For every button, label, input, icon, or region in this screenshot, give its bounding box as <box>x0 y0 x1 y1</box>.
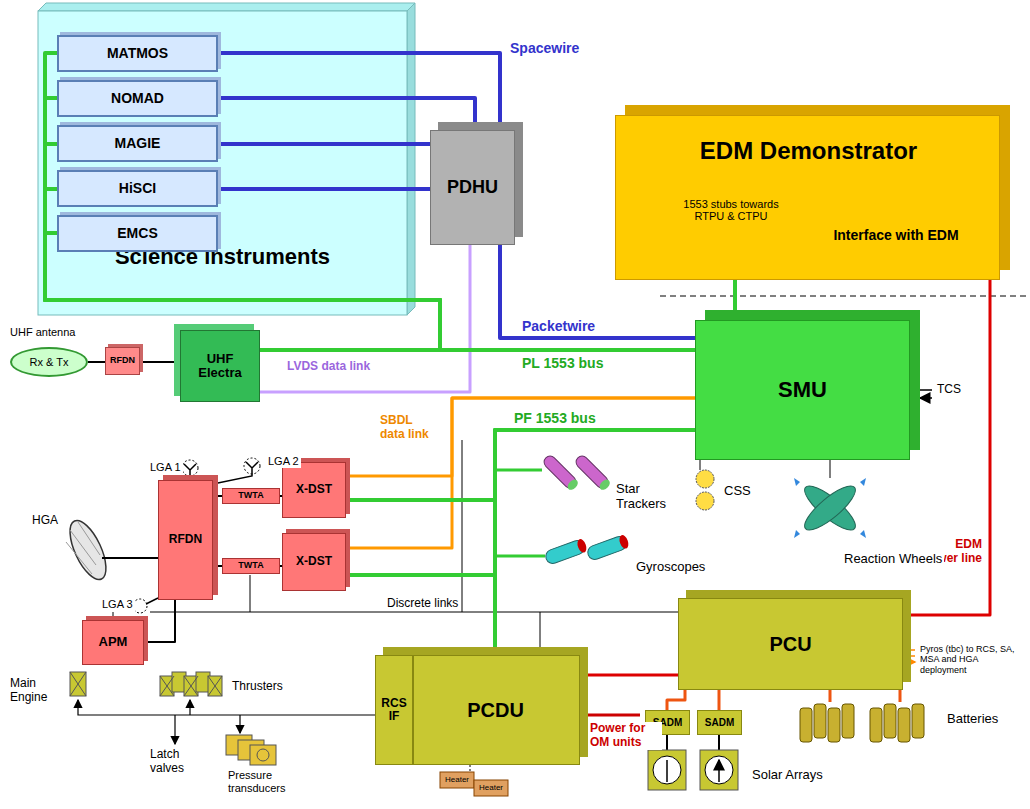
part-label: Power for OM units <box>588 722 662 750</box>
rfdn-box: RFDN <box>158 480 213 600</box>
connector <box>733 280 737 320</box>
demonstrator-box: EDM Demonstrator 1553 stubs towards RTPU … <box>615 115 1000 280</box>
connector <box>260 348 695 352</box>
instrument-box: EMCS <box>57 215 218 252</box>
part-label: Latch valves <box>148 748 200 776</box>
part-label: Main Engine <box>8 677 62 705</box>
part-label: Solar Arrays <box>750 768 825 783</box>
instrument-panel: Science instrumentsMATMOSNOMADMAGIEHiSCI… <box>38 3 415 315</box>
instrument-box: MATMOS <box>57 35 218 72</box>
node-text: X-DST <box>296 555 332 568</box>
part-label: Pressure transducers <box>226 769 312 794</box>
transponder-box: X-DST <box>282 462 346 518</box>
node-text: RFDN <box>169 533 202 546</box>
part-label: Thrusters <box>230 680 285 694</box>
node-text: Interface with EDM <box>806 228 986 243</box>
part-label: CSS <box>722 484 753 499</box>
part-label: Reaction Wheels <box>842 552 944 567</box>
connector <box>218 142 430 146</box>
connector <box>45 144 695 350</box>
link-label: LVDS data link <box>285 360 372 374</box>
antenna-ellipse: Rx & Tx <box>10 347 88 377</box>
instrument-box: NOMAD <box>57 80 218 117</box>
node-text: PCU <box>769 633 811 655</box>
instrument-box: MAGIE <box>57 125 218 162</box>
node-text: RCS IF <box>376 697 412 723</box>
connector <box>213 565 222 567</box>
part-label: Discrete links <box>385 597 460 611</box>
part-label: LGA 1 <box>148 461 183 474</box>
part-label: Pyros (tbc) to RCS, SA, MSA and HGA depl… <box>918 644 1028 675</box>
connector <box>495 430 695 655</box>
node-text: SMU <box>778 378 827 402</box>
part-label: TCS <box>935 383 963 397</box>
node-text: MATMOS <box>107 46 168 61</box>
part-label: UHF antenna <box>8 326 77 339</box>
instrument-box: HiSCI <box>57 170 218 207</box>
smu-box: SMU <box>695 320 910 460</box>
link-label: Packetwire <box>520 318 597 334</box>
part-label: Heater <box>443 775 471 784</box>
node-text: UHF Electra <box>185 352 255 381</box>
connector <box>144 600 175 642</box>
node-text: APM <box>99 635 128 649</box>
node-text: RFDN <box>110 356 135 366</box>
connector <box>213 495 222 497</box>
connector <box>45 53 695 350</box>
connector <box>346 430 695 575</box>
node-text: EDM Demonstrator <box>616 138 1001 164</box>
connector <box>718 690 721 710</box>
interface-box: RCS IF <box>376 656 414 764</box>
link-label: Spacewire <box>508 40 581 56</box>
node-text: NOMAD <box>111 91 164 106</box>
node-text: X-DST <box>296 483 332 496</box>
connector <box>88 361 105 363</box>
radio-box: UHF Electra <box>180 330 260 402</box>
part-label: Batteries <box>945 712 1000 727</box>
link-label: PF 1553 bus <box>512 410 598 426</box>
part-label: Star Trackers <box>614 482 676 512</box>
connector <box>218 187 430 191</box>
amplifier-box: TWTA <box>222 488 280 504</box>
connector <box>140 361 180 363</box>
sadm-box: SADM <box>697 710 742 735</box>
node-text: MAGIE <box>115 136 161 151</box>
part-label: HGA <box>30 514 60 528</box>
connector <box>346 398 695 476</box>
rfdn-box: RFDN <box>105 347 140 375</box>
pcu-box: PCU <box>678 598 903 690</box>
node-text: EMCS <box>117 226 157 241</box>
node-text: TWTA <box>238 561 263 571</box>
connector <box>45 189 695 350</box>
part-label: LGA 2 <box>266 455 301 468</box>
part-label: Heater <box>477 783 505 792</box>
pcdu-box: PCDU RCS IF <box>375 655 580 765</box>
node-text: PCDU <box>467 699 524 721</box>
connector <box>218 98 475 130</box>
connector <box>346 398 695 548</box>
apm-box: APM <box>82 620 144 665</box>
link-label: SBDL data link <box>378 414 440 442</box>
node-text: SADM <box>705 717 734 728</box>
connector <box>580 674 678 677</box>
part-label: Gyroscopes <box>634 560 707 575</box>
connector <box>45 98 695 350</box>
node-text: Rx & Tx <box>30 356 69 368</box>
transponder-box: X-DST <box>282 533 346 591</box>
node-text: HiSCI <box>119 181 156 196</box>
node-text: 1553 stubs towards RTPU & CTPU <box>671 198 791 222</box>
amplifier-box: TWTA <box>222 558 280 574</box>
link-label: PL 1553 bus <box>520 355 605 371</box>
part-label: LGA 3 <box>100 598 135 611</box>
node-text: PDHU <box>447 178 498 198</box>
connector <box>218 53 500 130</box>
processor-box: PDHU <box>430 130 515 245</box>
node-text: TWTA <box>238 491 263 501</box>
connector <box>667 690 685 710</box>
